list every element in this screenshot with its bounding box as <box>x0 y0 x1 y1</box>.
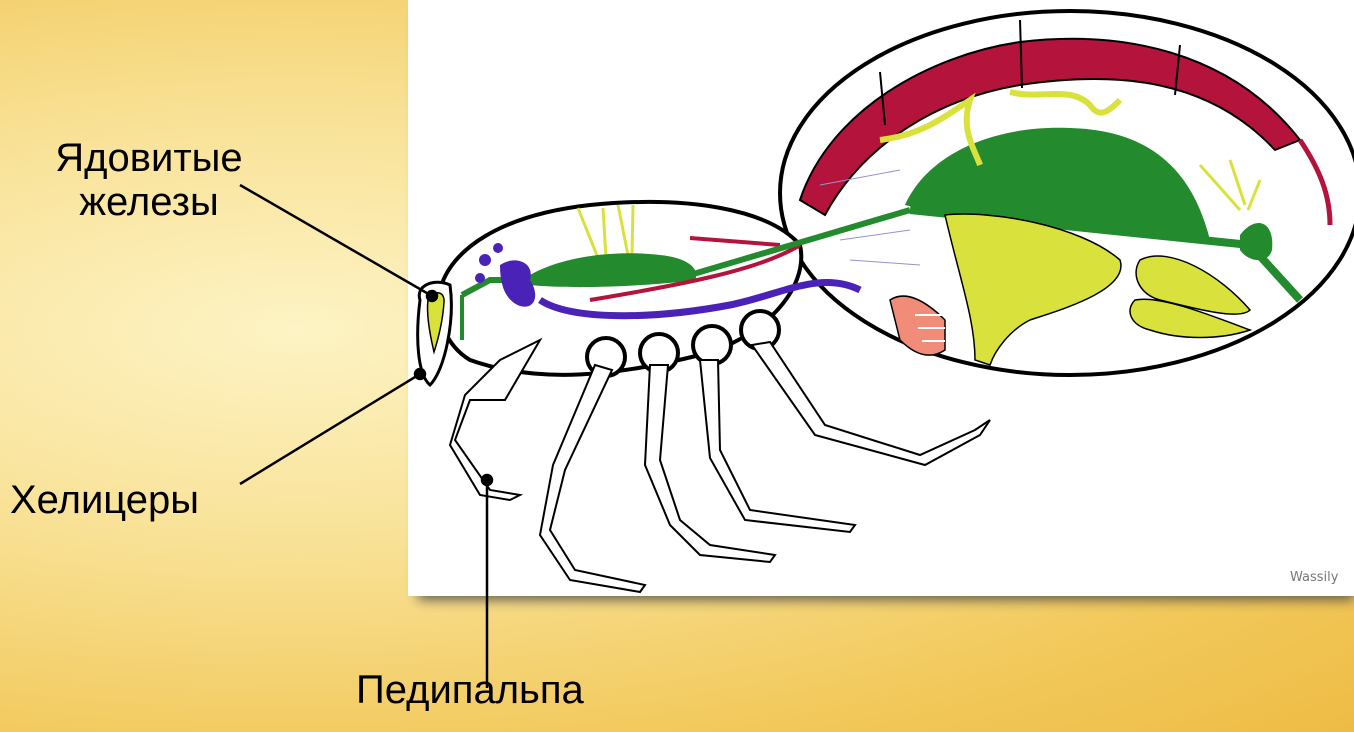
legs <box>450 340 990 592</box>
abdomen <box>780 11 1354 375</box>
label-venom-glands-line1: Ядовитые <box>34 136 264 180</box>
label-pedipalp: Педипальпа <box>356 668 584 712</box>
label-venom-glands: Ядовитые железы <box>34 136 264 224</box>
label-venom-glands-line2: железы <box>34 180 264 224</box>
label-chelicerae: Хелицеры <box>10 478 199 522</box>
pedipalp-limb <box>450 340 540 500</box>
image-credit: Wassily <box>1290 570 1338 585</box>
